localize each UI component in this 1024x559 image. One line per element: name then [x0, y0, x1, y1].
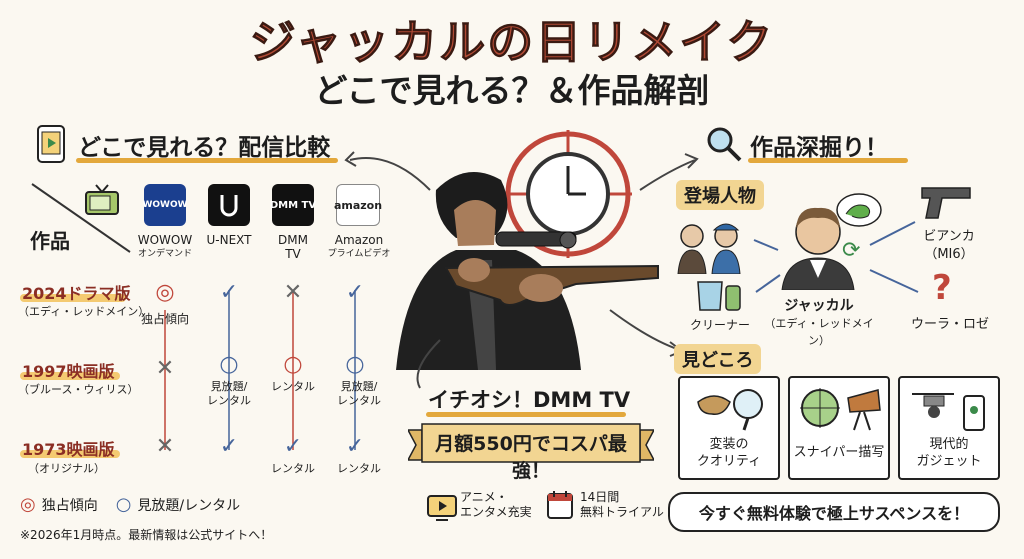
- row-title-1973: 1973映画版: [22, 440, 115, 459]
- mark-1973-dmm: ✓: [283, 434, 303, 459]
- mark-2024-dmm: ✕: [283, 280, 303, 305]
- exclusive-legend-icon: ◎: [20, 494, 36, 515]
- legend: ◎ 独占傾向 ○ 見放題/レンタル: [20, 494, 240, 515]
- wowow-logo[interactable]: WOWOW: [142, 184, 188, 226]
- cell-text-2024-wowow: 独占傾向: [140, 312, 189, 326]
- amazon-logo[interactable]: amazon: [334, 184, 382, 226]
- mark-1997-amazon: ○: [345, 352, 365, 377]
- calendar-icon: [546, 490, 574, 524]
- unext-logo[interactable]: [208, 184, 250, 226]
- feature-anime: アニメ・ エンタメ充実: [460, 490, 532, 519]
- drone-phone-icon: [912, 393, 985, 431]
- banner-ribbon: [408, 423, 654, 463]
- recommend-banner-text: 月額550円でコスパ最強！: [435, 433, 627, 482]
- mark-1973-unext: ✓: [219, 434, 239, 459]
- column-lines: [164, 290, 356, 450]
- highlight-card-disguise: 変装の クオリティ: [678, 376, 780, 480]
- question-icon: ?: [932, 268, 952, 308]
- highlights-heading: 見どころ: [674, 344, 762, 374]
- cell-text-1973-amazon: レンタル: [337, 462, 381, 475]
- mark-1997-dmm: ○: [283, 352, 303, 377]
- mark-1997-wowow: ✕: [155, 356, 175, 381]
- highlight-disguise-label: 変装の クオリティ: [696, 437, 762, 469]
- cleaner-label: クリーナー: [689, 318, 750, 332]
- scope-telescope-icon: [800, 388, 881, 431]
- old-men-icon: [674, 218, 748, 278]
- chameleon-icon: [834, 190, 884, 234]
- legend-exclusive-label: 独占傾向: [41, 497, 98, 514]
- jackal-label: ジャッカル （エディ・レッドメイン）: [764, 298, 874, 347]
- cell-text-1997-dmm: レンタル: [271, 380, 315, 393]
- refresh-icon: ⟳: [842, 238, 861, 263]
- legend-available-label: 見放題/レンタル: [137, 497, 241, 514]
- ura-label: ウーラ・ロゼ: [910, 317, 989, 332]
- mark-1973-amazon: ✓: [345, 434, 365, 459]
- row-title-1997: 1997映画版: [22, 362, 115, 381]
- row-sub-2024: （エディ・レッドメイン）: [18, 305, 150, 318]
- mark-2024-wowow: ◎: [155, 280, 175, 305]
- mark-2024-unext: ✓: [219, 280, 239, 305]
- video-icon: [426, 492, 458, 526]
- available-legend-icon: ○: [115, 494, 132, 515]
- compare-heading: どこで見れる？配信比較: [78, 135, 331, 161]
- service-name-unext: U-NEXT: [206, 233, 252, 247]
- highlight-card-sniper: スナイパー描写: [788, 376, 890, 480]
- recommend-underline: [426, 412, 626, 417]
- jackal-portrait: [778, 198, 858, 294]
- connector-arrows: [344, 151, 699, 389]
- main-title: ジャッカルの日リメイク: [249, 15, 775, 70]
- footnote: ※2026年1月時点。最新情報は公式サイトへ！: [20, 528, 273, 542]
- table-axis-label: 作品: [30, 229, 70, 253]
- deep-underline: [748, 158, 908, 163]
- characters-heading: 登場人物: [676, 180, 764, 210]
- cta-button[interactable]: 今すぐ無料体験で極上サスペンスを！: [668, 492, 1000, 532]
- highlight-gadget-label: 現代的 ガジェット: [916, 437, 982, 469]
- row-highlight-1997: [20, 372, 120, 380]
- mark-2024-amazon: ✓: [345, 280, 365, 305]
- deep-heading: 作品深掘り！: [750, 135, 888, 161]
- cta-text: 今すぐ無料体験で極上サスペンスを！: [698, 504, 970, 523]
- row-sub-1997: （ブルース・ウィリス）: [18, 383, 139, 396]
- bianca-label: ビアンカ（MI6）: [923, 229, 975, 262]
- sniper-illustration: [396, 150, 666, 374]
- mark-1997-unext: ○: [219, 352, 239, 377]
- highlight-card-gadget: 現代的 ガジェット: [898, 376, 1000, 480]
- main-subtitle: どこで見れる？＆作品解剖: [314, 71, 710, 110]
- mark-1973-wowow: ✕: [155, 434, 175, 459]
- row-highlight-1973: [20, 450, 120, 458]
- dmmtv-logo[interactable]: DMM TV: [270, 184, 316, 226]
- table-diagonal: [31, 183, 131, 253]
- cell-text-1997-amazon: 見放題/ レンタル: [337, 380, 381, 407]
- highlight-sniper-label: スナイパー描写: [793, 445, 885, 460]
- mask-mirror-icon: [697, 389, 763, 431]
- cleaner-icon: [692, 272, 746, 316]
- cell-text-1997-unext: 見放題/ レンタル: [207, 380, 251, 407]
- phone-play-icon: [36, 124, 66, 164]
- character-arrows: [753, 221, 919, 293]
- pistol-icon: [918, 182, 974, 226]
- compare-heading-underline: [76, 158, 338, 163]
- recommend-heading: イチオシ！DMM TV: [428, 388, 631, 412]
- tv-icon: [84, 183, 120, 221]
- row-sub-1973: （オリジナル）: [28, 462, 105, 475]
- feature-trial: 14日間 無料トライアル: [580, 490, 664, 519]
- row-title-2024: 2024ドラマ版: [22, 284, 131, 303]
- magnifier-icon: [706, 126, 742, 166]
- cell-text-1973-dmm: レンタル: [271, 462, 315, 475]
- row-highlight-2024: [20, 294, 126, 302]
